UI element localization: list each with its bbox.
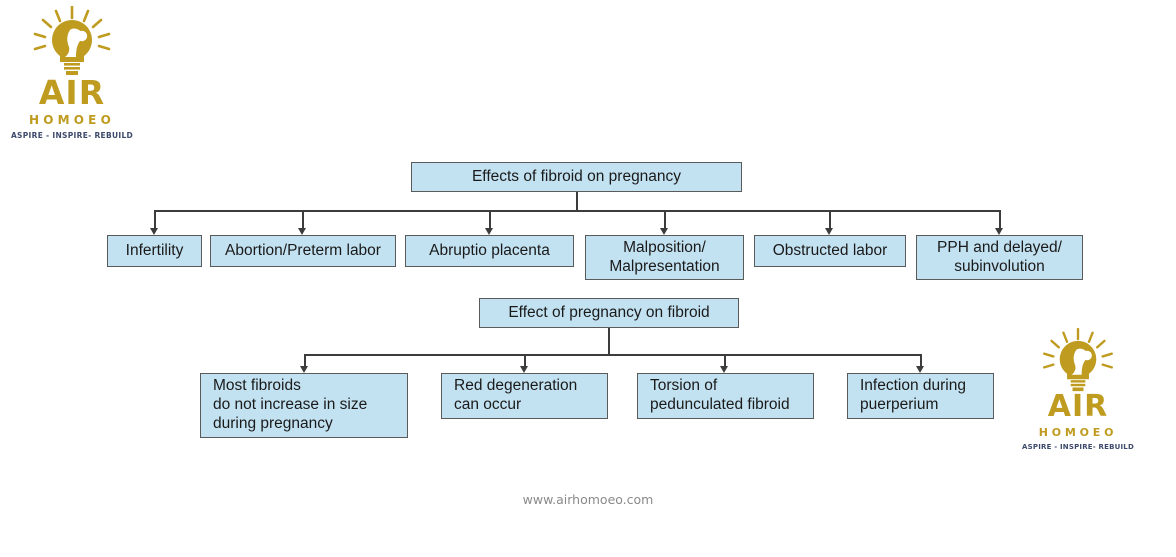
node-pph-and-delayed-subinvolution: PPH and delayed/ subinvolution (916, 235, 1083, 280)
node-infection-during-puerperium: Infection during puerperium (847, 373, 994, 419)
node-red-degeneration-can-occur: Red degeneration can occur (441, 373, 608, 419)
brand-tagline: ASPIRE - INSPIRE- REBUILD (1022, 443, 1134, 451)
node-abruptio-placenta: Abruptio placenta (405, 235, 574, 267)
node-effect-of-pregnancy-on-fibroid: Effect of pregnancy on fibroid (479, 298, 739, 328)
connector-drop-1-6 (999, 210, 1001, 230)
connector-drop-2-1 (304, 354, 306, 368)
arrowhead-2-4 (916, 366, 924, 373)
connector-drop-1-4 (664, 210, 666, 230)
arrowhead-2-2 (520, 366, 528, 373)
connector-stem-1 (576, 192, 578, 211)
connector-bus-2 (304, 354, 921, 356)
connector-drop-1-2 (302, 210, 304, 230)
node-infertility: Infertility (107, 235, 202, 267)
connector-drop-1-3 (489, 210, 491, 230)
connector-drop-2-4 (920, 354, 922, 368)
arrowhead-1-1 (150, 228, 158, 235)
arrowhead-2-1 (300, 366, 308, 373)
node-most-fibroids-do-not-increase-in-size: Most fibroids do not increase in size du… (200, 373, 408, 438)
brand-logo-bottom: AIR HOMOEO ASPIRE - INSPIRE- REBUILD (1020, 328, 1136, 451)
connector-drop-2-3 (724, 354, 726, 368)
connector-bus-1 (154, 210, 1001, 212)
arrowhead-1-5 (825, 228, 833, 235)
arrowhead-1-2 (298, 228, 306, 235)
node-abortion-preterm-labor: Abortion/Preterm labor (210, 235, 396, 267)
arrowhead-1-3 (485, 228, 493, 235)
connector-drop-1-5 (829, 210, 831, 230)
arrowhead-1-4 (660, 228, 668, 235)
brand-sub: HOMOEO (29, 113, 115, 127)
brand-logo-top: AIR HOMOEO ASPIRE - INSPIRE- REBUILD (8, 6, 136, 140)
footer-website-url: www.airhomoeo.com (522, 492, 654, 507)
lightbulb-with-rays-and-woman-profile-icon (33, 6, 111, 75)
brand-name: AIR (38, 73, 106, 112)
connector-drop-1-1 (154, 210, 156, 230)
brand-tagline: ASPIRE - INSPIRE- REBUILD (10, 131, 134, 140)
arrowhead-2-3 (720, 366, 728, 373)
connector-stem-2 (608, 328, 610, 355)
brand-name: AIR (1047, 389, 1109, 424)
node-effects-of-fibroid-on-pregnancy: Effects of fibroid on pregnancy (411, 162, 742, 192)
node-malposition-malpresentation: Malposition/ Malpresentation (585, 235, 744, 280)
connector-drop-2-2 (524, 354, 526, 368)
node-obstructed-labor: Obstructed labor (754, 235, 906, 267)
lightbulb-with-rays-and-woman-profile-icon (1043, 328, 1113, 392)
arrowhead-1-6 (995, 228, 1003, 235)
node-torsion-of-pedunculated-fibroid: Torsion of pedunculated fibroid (637, 373, 814, 419)
brand-sub: HOMOEO (1038, 426, 1118, 439)
